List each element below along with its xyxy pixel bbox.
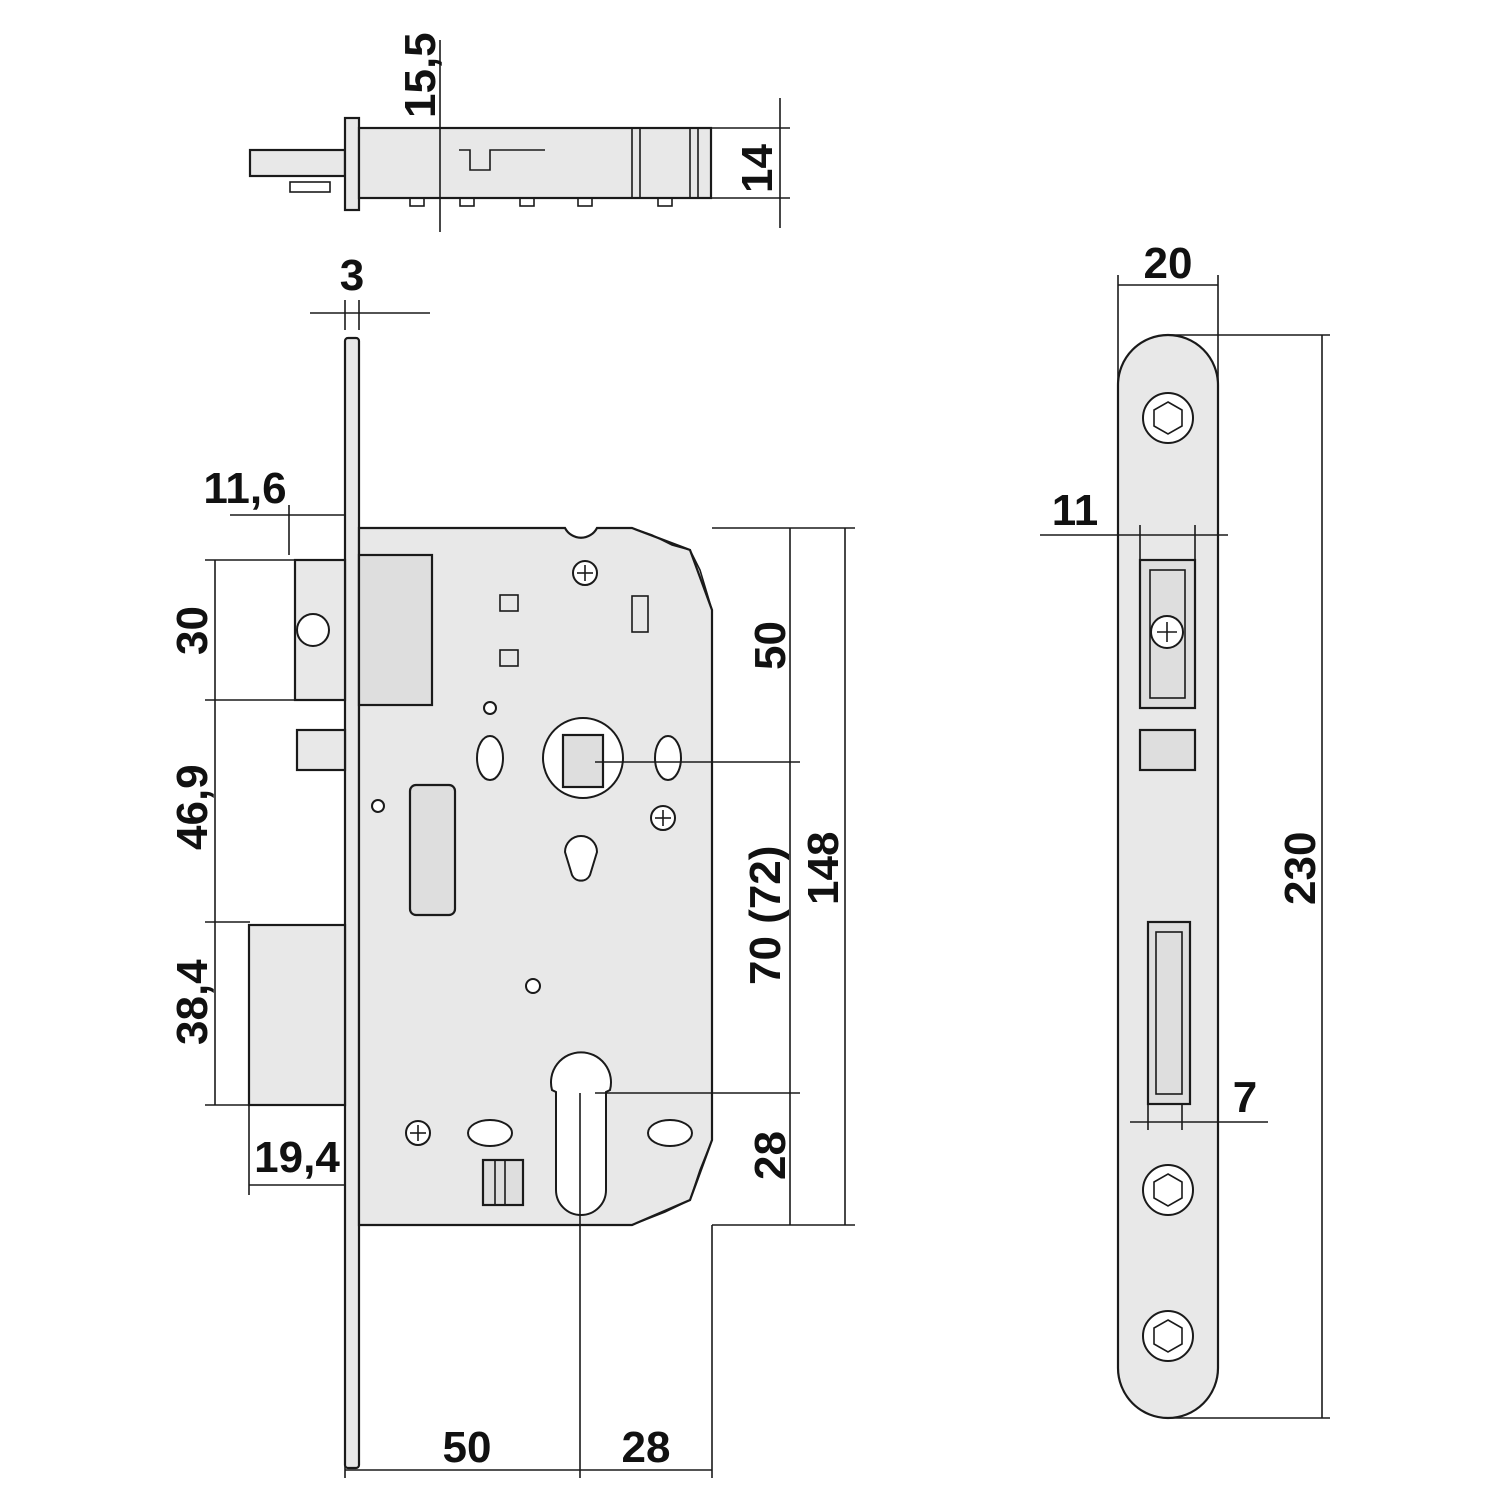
latch-hole	[296, 613, 330, 647]
top-view-latch-stub	[248, 148, 347, 178]
aux-window	[1138, 728, 1197, 772]
screw-icon	[650, 805, 676, 831]
top-view-notch	[459, 149, 545, 171]
auxiliary-latch	[295, 728, 347, 772]
screw-icon	[572, 560, 598, 586]
dim-body-upper: 50	[746, 621, 795, 670]
dim-latch-to-bolt: 46,9	[168, 764, 217, 850]
torx-screw-icon	[1142, 1164, 1194, 1216]
dim-center-distance: 70 (72)	[741, 846, 790, 985]
top-view: 15,5 14	[248, 32, 790, 232]
top-view-faceplate	[343, 116, 361, 212]
dead-bolt	[247, 923, 347, 1107]
dim-bolt-slot-width: 7	[1233, 1073, 1257, 1122]
screw-icon	[405, 1120, 431, 1146]
dim-body-height: 148	[799, 832, 848, 905]
dim-top-height: 14	[733, 144, 782, 193]
top-view-body	[357, 126, 713, 200]
front-faceplate	[343, 336, 361, 1470]
cylinder-cutout	[550, 1051, 612, 1216]
dim-latch-height: 30	[168, 606, 217, 655]
dim-top-width: 15,5	[396, 32, 445, 118]
dim-bolt-projection: 19,4	[254, 1133, 340, 1182]
front-view: 3 11,6 30 46,9 38,4 19,4 50 70 (72) 148 …	[168, 251, 855, 1478]
torx-screw-icon	[1142, 1310, 1194, 1362]
dim-bolt-height: 38,4	[168, 959, 217, 1045]
spindle-square	[561, 733, 605, 789]
dim-faceplate-width: 20	[1144, 239, 1193, 288]
latch-inner-block	[357, 553, 434, 707]
lever-slot	[408, 783, 457, 917]
faceplate-view: 20 230 11 7	[1040, 239, 1330, 1420]
dim-cylinder-to-edge: 28	[622, 1423, 671, 1472]
dim-faceplate-thickness: 3	[340, 251, 364, 300]
torx-screw-icon	[1142, 392, 1194, 444]
dim-backset: 50	[443, 1423, 492, 1472]
screw-icon	[1150, 615, 1184, 649]
dim-faceplate-length: 230	[1276, 832, 1325, 905]
faceplate	[1116, 333, 1220, 1420]
bolt-window	[1146, 920, 1192, 1106]
dim-body-lower: 28	[746, 1131, 795, 1180]
dim-latch-slot-width: 11	[1052, 486, 1099, 535]
dim-latch-projection: 11,6	[203, 464, 286, 513]
